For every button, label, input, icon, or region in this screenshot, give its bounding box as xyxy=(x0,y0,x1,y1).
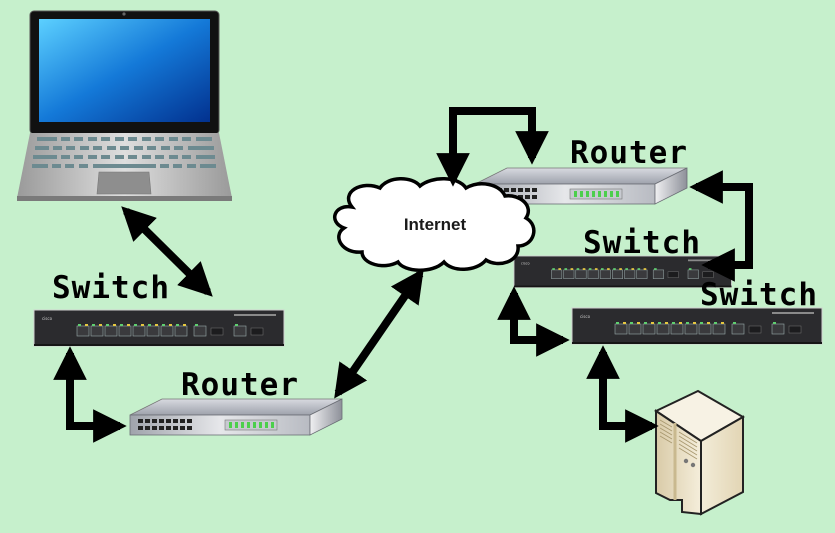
laptop-icon xyxy=(17,10,232,201)
router-left-label: Router xyxy=(181,367,299,403)
switch-left-device xyxy=(33,309,285,347)
arrow-internet-router-right xyxy=(436,107,549,187)
arrow-router-switch-right xyxy=(689,170,753,282)
switch-left-label: Switch xyxy=(52,270,170,306)
arrow-laptop-switch xyxy=(121,206,213,297)
connection-arrows xyxy=(53,107,753,443)
internet-cloud xyxy=(333,177,536,272)
router-left-device xyxy=(129,398,343,436)
internet-label: Internet xyxy=(404,215,467,234)
switch-right-top-label: Switch xyxy=(583,225,701,261)
arrow-switch-switch-right xyxy=(497,286,570,357)
router-right-label: Router xyxy=(570,135,688,171)
switch-right-bottom-label: Switch xyxy=(700,277,818,313)
switch-right-bottom-device xyxy=(571,307,823,345)
arrow-switch-server xyxy=(586,345,659,443)
arrow-switch-router-left xyxy=(53,346,127,443)
server-icon xyxy=(653,389,746,516)
arrow-router-internet xyxy=(334,268,424,399)
